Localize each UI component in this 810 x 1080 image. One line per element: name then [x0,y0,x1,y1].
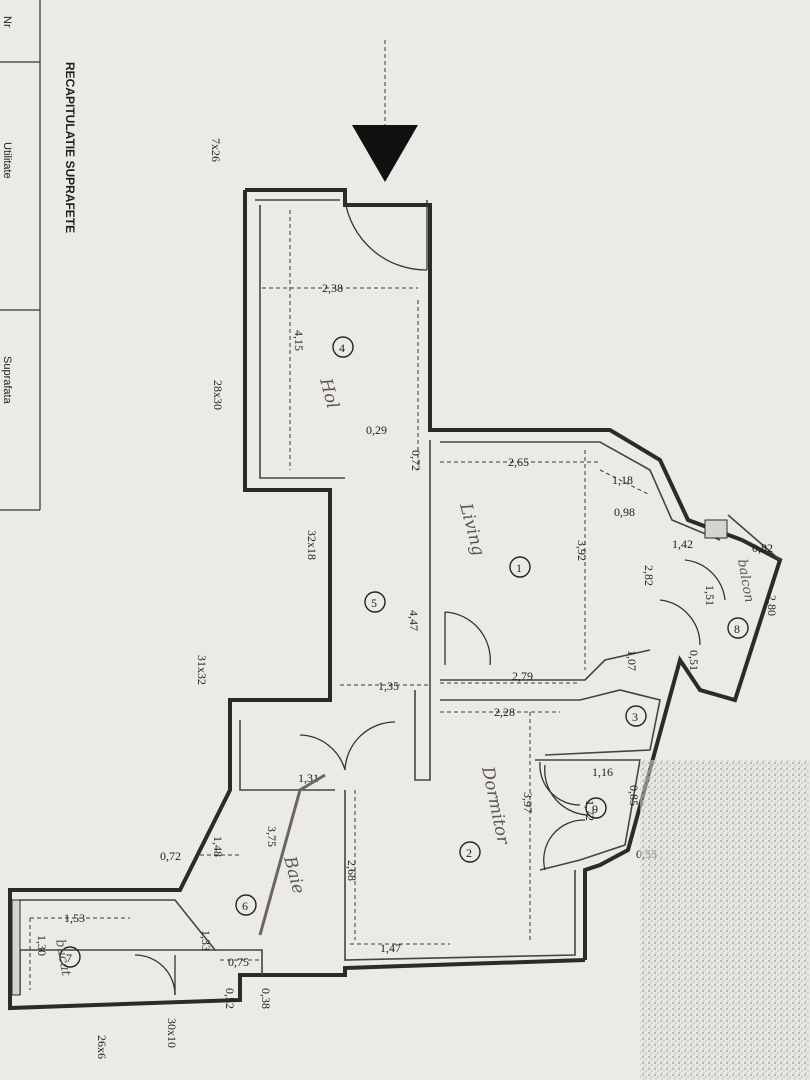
room-5-marker: 5 [364,591,386,613]
dimension-labels: 2,38 4,15 0,29 0,72 4,47 1,35 2,65 1,18 … [35,281,779,1009]
svg-text:2: 2 [466,846,472,860]
dim-label: 1,47 [380,941,401,955]
room-6-marker: 6 [235,894,257,916]
note-living: Living [455,500,488,558]
dim-label: 1,31 [298,771,319,785]
table-col-nr: Nr [1,16,13,28]
dim-label: 0,82 [752,541,773,555]
dim-label: 2,38 [322,281,343,295]
svg-text:4: 4 [339,341,345,355]
dim-label: 2,80 [765,595,779,616]
pencil-stroke [258,773,326,936]
table-col-utilitate: Utilitate [1,142,13,179]
room-9-marker: 9 [585,797,607,819]
dim-label: 1,48 [211,836,225,857]
dim-label: 1,53 [64,911,85,925]
dim-label: 2,68 [345,860,359,881]
svg-text:9: 9 [592,802,598,816]
svg-text:6: 6 [242,899,248,913]
dim-label: 2,79 [512,669,533,683]
room-3-marker: 3 [625,705,647,727]
outer-walls [8,188,783,1011]
dim-label: 0,52 [223,988,237,1009]
doors [134,199,726,996]
room-markers: 1 2 3 4 5 6 7 8 [59,336,749,968]
dim-label: 1,07 [625,650,639,671]
dimension-lines [29,210,651,990]
opening-tag: 30x10 [165,1018,179,1048]
dim-label: 1,18 [612,473,633,487]
note-dormitor: Dormitor [477,764,513,847]
svg-text:3: 3 [632,710,638,724]
dim-label: 2,82 [642,565,656,586]
dim-label: 3,97 [521,792,535,813]
opening-tag: 32x18 [305,530,319,560]
entry-arrow-icon [352,125,418,182]
dim-label: 4,47 [407,610,421,631]
scan-noise [640,760,810,1080]
svg-text:8: 8 [734,622,740,636]
svg-text:1: 1 [516,561,522,575]
room-7-marker: 7 [59,946,81,968]
opening-tag: 28x30 [211,380,225,410]
dim-label: 0,51 [687,650,701,671]
window-hatch [11,899,21,996]
note-balcon: balcon [734,558,756,604]
dim-label: 1,35 [378,679,399,693]
dim-label: 1,51 [703,585,717,606]
dim-label: 1,16 [592,765,613,779]
surface-table: RECAPITULATIE SUPRAFETE Utilitate Supraf… [0,0,77,511]
room-2-marker: 2 [459,841,481,863]
opening-tags: 7x26 28x30 32x18 31x32 30x10 26x6 [95,138,319,1059]
table-title: RECAPITULATIE SUPRAFETE [63,62,77,233]
dim-label: 1,33 [199,930,213,951]
opening-tag: 31x32 [195,655,209,685]
room-1-marker: 1 [509,556,531,578]
dim-label: 0,85 [627,785,641,806]
dim-label: 3,75 [265,826,279,847]
dim-label: 0,38 [259,988,273,1009]
table-col-suprafata: Suprafata [1,356,13,405]
dim-label: 1,42 [672,537,693,551]
svg-text:5: 5 [371,596,377,610]
dim-label: 0,72 [409,450,423,471]
note-baie: Baie [279,853,308,896]
inner-walls [19,199,781,995]
room-4-marker: 4 [332,336,354,358]
dim-label: 0,98 [614,505,635,519]
dim-label: 4,15 [292,330,306,351]
opening-tag: 26x6 [95,1035,109,1059]
dim-label: 1,30 [35,935,49,956]
dim-label: 0,29 [366,423,387,437]
column-hatch [704,519,728,539]
svg-text:7: 7 [66,951,72,965]
dim-label: 0,72 [160,849,181,863]
room-8-marker: 8 [727,617,749,639]
dim-label: 2,28 [494,705,515,719]
note-bucatarie: bucat [52,938,73,978]
dim-label: 2,65 [508,455,529,469]
note-hol: Hol [315,375,342,411]
dim-label: 3,92 [575,540,589,561]
opening-tag: 7x26 [209,138,223,162]
dim-label: 0,75 [228,955,249,969]
